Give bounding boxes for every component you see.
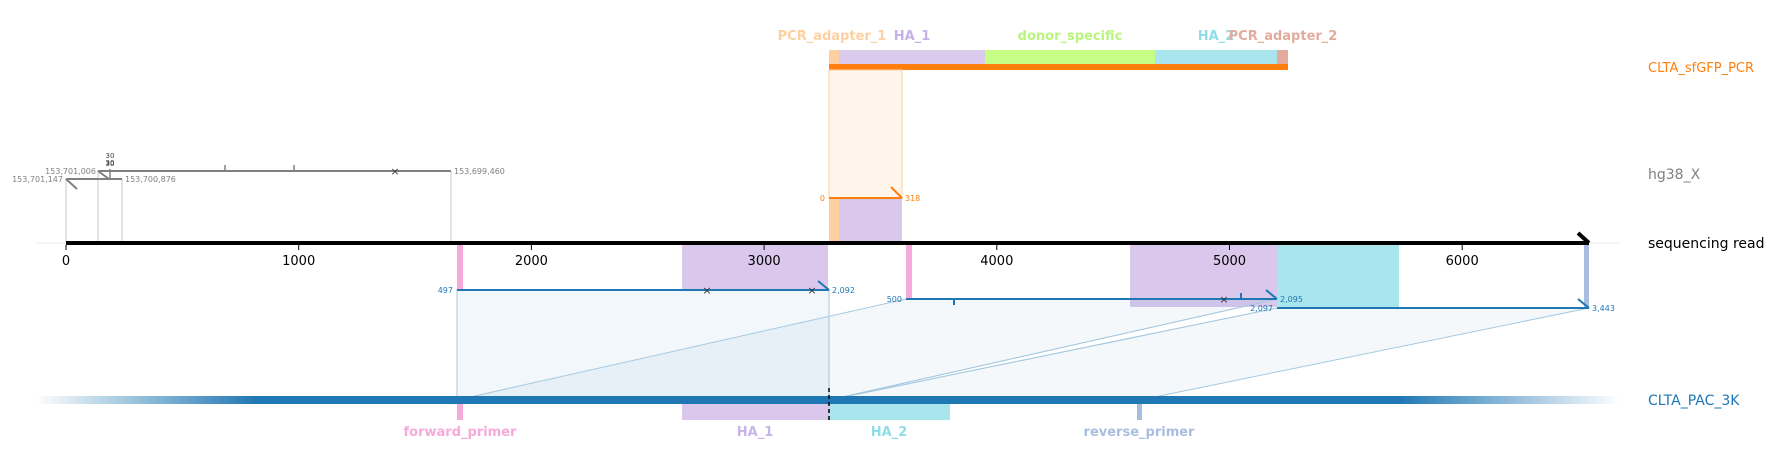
pcr-feature-ha-1-bar [839, 50, 985, 66]
pcr-alignment-arrow [890, 186, 903, 199]
genome-mismatch-mark: × [390, 165, 399, 178]
read-annotation-primer-2 [906, 244, 912, 299]
plasmid-alignment-2-end: 2,095 [1280, 295, 1303, 304]
genome-small-label-2: 30 [106, 159, 115, 167]
pcr-feature-ha-1-label: HA_1 [894, 29, 931, 44]
genome-track-label: hg38_X [1648, 167, 1701, 183]
plasmid-feature-forward-primer-bar [457, 400, 463, 420]
genome-track: × 30 30 30 153,701,147 153,701,006 153,7… [12, 152, 1701, 243]
read-annotation-ha-1-pcr [839, 198, 902, 243]
plasmid-alignment-3-end: 3,443 [1592, 304, 1615, 313]
pcr-alignment-start: 0 [820, 194, 825, 203]
pcr-feature-ha-2-label: HA_2 [1198, 29, 1235, 44]
genome-junction-b-label: 153,700,876 [125, 175, 176, 184]
plasmid-alignment-1-mismatch-b: × [807, 284, 816, 297]
pcr-feature-pcr-adapter-1-label: PCR_adapter_1 [778, 29, 887, 44]
plasmid-alignment-3: 2,097 3,443 [1250, 298, 1615, 313]
plasmid-track: forward_primer HA_1 HA_2 reverse_primer … [35, 388, 1740, 440]
read-annotation-reverse-primer [1584, 244, 1589, 307]
plasmid-bar [35, 396, 1620, 404]
plasmid-alignment-1-end: 2,092 [832, 286, 855, 295]
pcr-track-label: CLTA_sfGFP_PCR [1648, 61, 1754, 76]
pcr-feature-pcr-adapter-2-bar [1277, 50, 1288, 66]
read-axis-tick-label: 6000 [1446, 254, 1479, 269]
pcr-track: PCR_adapter_1 HA_1 donor_specific HA_2 P… [778, 29, 1754, 76]
plasmid-feature-reverse-primer-label: reverse_primer [1084, 425, 1196, 440]
read-annotation-ha-1-b [1130, 244, 1277, 307]
pcr-product-bar [829, 64, 1288, 70]
plasmid-feature-ha-2-label: HA_2 [871, 425, 908, 440]
plasmid-alignment-1-arrow [817, 280, 830, 291]
genome-junction-a-label: 153,701,006 [45, 167, 96, 176]
plasmid-feature-ha-1-bar [682, 400, 829, 420]
plasmid-feature-forward-primer-label: forward_primer [404, 425, 518, 440]
genome-small-label-1: 30 [106, 152, 115, 160]
plasmid-alignment-3-start: 2,097 [1250, 304, 1273, 313]
pcr-feature-donor-specific-bar [985, 50, 1155, 66]
read-annotation-adapter [829, 198, 839, 243]
read-arrow-head [1576, 231, 1591, 245]
read-axis-tick-label: 3000 [748, 254, 781, 269]
plasmid-alignment-1: × × 497 2,092 [438, 280, 855, 297]
plasmid-alignment-2-mismatch: × [1219, 293, 1228, 306]
plasmid-alignment-1-start: 497 [438, 286, 453, 295]
read-axis-tick-label: 0 [62, 254, 70, 269]
pcr-alignment: 0 318 [820, 69, 920, 243]
plasmid-projections [456, 289, 1590, 401]
pcr-feature-pcr-adapter-2-label: PCR_adapter_2 [1229, 29, 1338, 44]
read-annotations [457, 244, 1589, 307]
read-annotation-ha-1 [682, 244, 828, 290]
genome-small-label-3: 30 [106, 160, 115, 168]
genome-end-right-label: 153,699,460 [454, 167, 505, 176]
plasmid-alignment-2: × 500 2,095 [887, 289, 1303, 306]
read-axis-tick-label: 4000 [980, 254, 1013, 269]
plasmid-alignment-2-start: 500 [887, 295, 902, 304]
genome-start-left-label: 153,701,147 [12, 175, 63, 184]
read-annotation-ha-2 [1277, 244, 1399, 307]
read-annotation-forward-primer [457, 244, 463, 290]
plasmid-projection-edge-a [828, 298, 1278, 401]
genome-segment-1-arrow [65, 178, 78, 190]
plasmid-feature-ha-1-label: HA_1 [737, 425, 774, 440]
plasmid-projection-edge-b [828, 307, 1278, 401]
read-axis-tick-label: 2000 [515, 254, 548, 269]
read-axis-ticks: 0 1000 2000 3000 4000 5000 6000 [62, 245, 1479, 269]
plasmid-alignment-3-arrow [1577, 298, 1590, 309]
plasmid-track-label: CLTA_PAC_3K [1648, 393, 1740, 409]
plasmid-alignment-1-mismatch-a: × [702, 284, 711, 297]
plasmid-alignment-2-arrow [1265, 289, 1278, 300]
genome-segment-2-arrow [97, 170, 110, 180]
pcr-feature-pcr-adapter-1-bar [829, 50, 839, 66]
pcr-feature-donor-specific-label: donor_specific [1018, 29, 1123, 44]
read-track-label: sequencing read [1648, 236, 1764, 252]
read-axis-tick-label: 5000 [1213, 254, 1246, 269]
pcr-projection-band [828, 69, 903, 199]
read-track: 0 1000 2000 3000 4000 5000 6000 sequencing rea… [35, 231, 1764, 269]
pcr-alignment-end: 318 [905, 194, 920, 203]
read-axis-tick-label: 1000 [282, 254, 315, 269]
plasmid-feature-ha-2-bar [829, 400, 950, 420]
plasmid-feature-reverse-primer-bar [1137, 400, 1142, 420]
pcr-feature-ha-2-bar [1155, 50, 1277, 66]
